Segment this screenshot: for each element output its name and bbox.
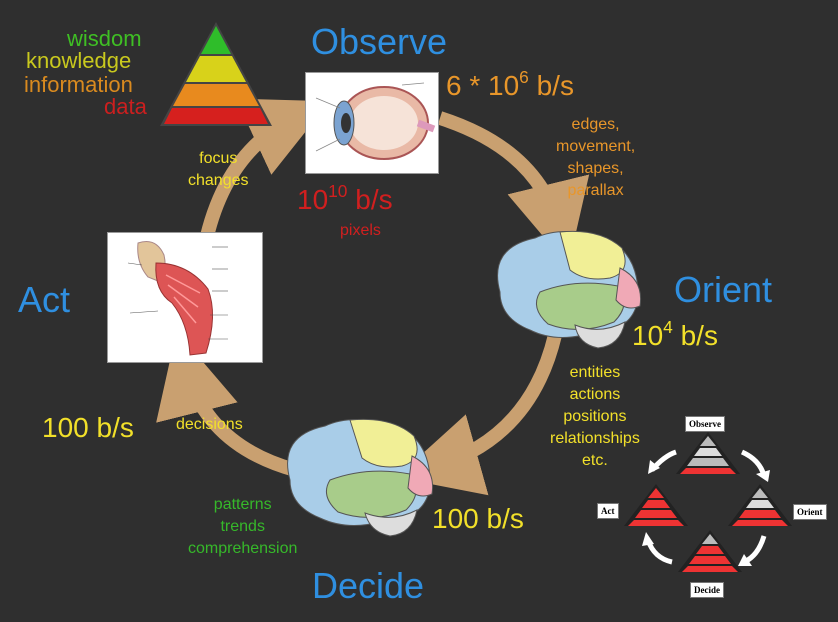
rate-orient: 104 b/s	[632, 316, 718, 351]
arrow-observe-to-orient	[437, 111, 590, 266]
mini-label-act: Act	[597, 503, 619, 519]
rate-observe-output: 6 * 106 b/s	[446, 66, 574, 101]
eye-illustration	[315, 82, 436, 160]
phase-act: Act	[18, 279, 71, 320]
dikw-knowledge: knowledge	[26, 48, 132, 73]
phase-observe: Observe	[311, 21, 448, 62]
phase-orient: Orient	[674, 269, 773, 310]
muscle-illustration	[127, 241, 228, 356]
mini-label-observe: Observe	[685, 416, 725, 432]
label-pixels: pixels	[340, 222, 381, 239]
dikw-data: data	[104, 94, 147, 119]
mini-label-orient: Orient	[793, 504, 827, 520]
eye-image	[305, 72, 439, 174]
phase-decide: Decide	[312, 565, 425, 606]
arrow-decide-to-act	[156, 331, 297, 477]
muscle-image	[107, 232, 263, 363]
label-decisions: decisions	[176, 416, 243, 433]
arrow-act-to-observe	[198, 98, 330, 247]
label-features: edges,movement,shapes,parallax	[556, 116, 636, 199]
mini-label-decide: Decide	[690, 582, 724, 598]
dikw-information: information	[24, 72, 133, 97]
rate-act: 100 b/s	[42, 412, 134, 443]
rate-observe-input: 1010 b/s	[297, 180, 393, 215]
arrow-orient-to-decide	[396, 333, 562, 496]
dikw-wisdom: wisdom	[67, 26, 142, 51]
rate-decide: 100 b/s	[432, 503, 524, 534]
